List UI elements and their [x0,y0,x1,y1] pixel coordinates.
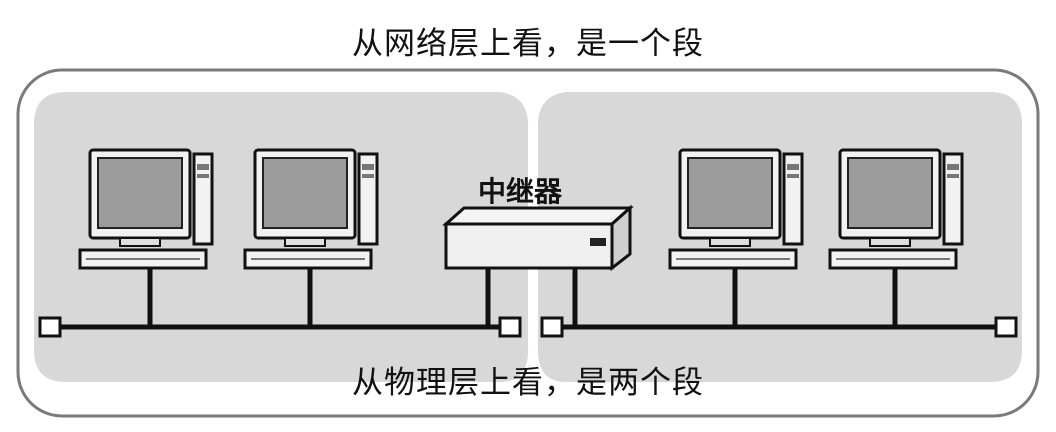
right-terminator-1 [540,316,564,338]
physical-layer-caption: 从物理层上看，是两个段 [352,365,704,401]
repeater-device [442,204,634,272]
repeater-label: 中继器 [478,175,563,208]
left-terminator-1 [38,316,62,338]
right-terminator-2 [994,316,1018,338]
network-layer-caption: 从网络层上看，是一个段 [352,26,704,62]
left-terminator-2 [498,316,522,338]
